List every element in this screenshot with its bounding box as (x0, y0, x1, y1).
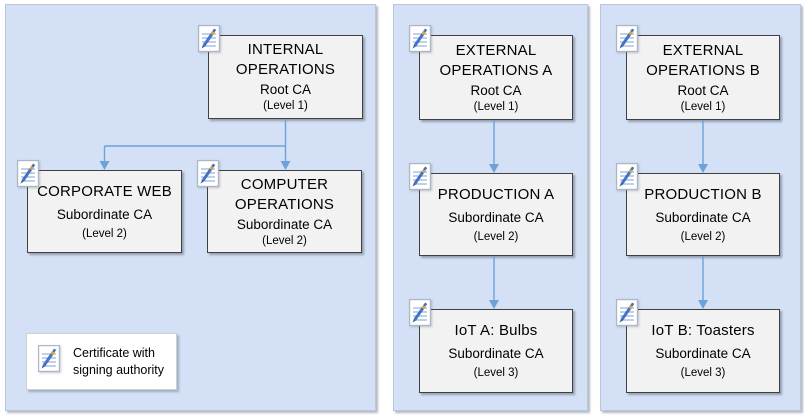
node-level: (Level 3) (680, 367, 726, 379)
node-title-line: COMPUTER (240, 175, 329, 193)
certificate-signing-icon (198, 25, 220, 52)
node-title-line: IoT A: Bulbs (454, 322, 538, 339)
node-role: Subordinate CA (236, 216, 333, 232)
node-role: Root CA (470, 82, 522, 98)
node-title-line: EXTERNAL (455, 41, 537, 59)
legend-line: Certificate with (73, 346, 155, 360)
node-title-line: OPERATIONS (235, 61, 336, 78)
node-level: (Level 2) (82, 227, 127, 240)
node-role: Subordinate CA (655, 346, 751, 361)
node-level: (Level 3) (473, 367, 519, 379)
node-role: Root CA (259, 82, 312, 97)
node-title-line: PRODUCTION B (644, 185, 762, 203)
ca-node-iot-a-bulbs[interactable]: IoT A: Bulbs Subordinate CA (Level 3) (419, 309, 573, 393)
certificate-signing-icon (409, 25, 431, 52)
certificate-signing-icon (409, 299, 431, 326)
certificate-signing-icon (17, 160, 39, 187)
node-title-line: OPERATIONS (234, 195, 335, 213)
node-title-line: IoT B: Toasters (651, 322, 755, 339)
node-level: (Level 2) (680, 230, 726, 243)
node-role: Root CA (677, 82, 729, 98)
certificate-signing-icon (616, 163, 638, 190)
ca-node-internal-operations-root[interactable]: INTERNAL OPERATIONS Root CA (Level 1) (208, 35, 363, 119)
node-title-line: CORPORATE WEB (37, 182, 172, 200)
node-title-line: PRODUCTION A (437, 185, 555, 203)
node-role: Subordinate CA (448, 209, 544, 225)
node-role: Subordinate CA (56, 206, 153, 222)
ca-node-production-b[interactable]: PRODUCTION B Subordinate CA (Level 2) (626, 173, 780, 256)
node-title-line: OPERATIONS B (646, 61, 760, 79)
ca-node-computer-operations[interactable]: COMPUTER OPERATIONS Subordinate CA (Leve… (207, 170, 362, 253)
ca-node-corporate-web[interactable]: CORPORATE WEB Subordinate CA (Level 2) (27, 170, 182, 253)
node-level: (Level 1) (263, 100, 308, 112)
node-level: (Level 2) (262, 234, 307, 247)
certificate-signing-icon (616, 25, 638, 52)
node-title-line: INTERNAL (247, 41, 324, 58)
certificate-signing-icon (197, 160, 219, 187)
certificate-signing-icon (38, 345, 60, 372)
node-role: Subordinate CA (655, 209, 751, 225)
node-level: (Level 1) (680, 100, 726, 113)
ca-node-external-operations-b-root[interactable]: EXTERNAL OPERATIONS B Root CA (Level 1) (626, 35, 780, 120)
legend-line: signing authority (73, 363, 165, 377)
ca-node-iot-b-toasters[interactable]: IoT B: Toasters Subordinate CA (Level 3) (626, 309, 780, 393)
node-level: (Level 2) (473, 230, 519, 243)
certificate-signing-icon (616, 299, 638, 326)
ca-node-external-operations-a-root[interactable]: EXTERNAL OPERATIONS A Root CA (Level 1) (419, 35, 573, 120)
node-role: Subordinate CA (448, 346, 544, 361)
certificate-signing-icon (409, 163, 431, 190)
ca-node-production-a[interactable]: PRODUCTION A Subordinate CA (Level 2) (419, 173, 573, 256)
node-title-line: EXTERNAL (662, 41, 744, 59)
node-title-line: OPERATIONS A (439, 61, 553, 79)
node-level: (Level 1) (473, 100, 519, 113)
